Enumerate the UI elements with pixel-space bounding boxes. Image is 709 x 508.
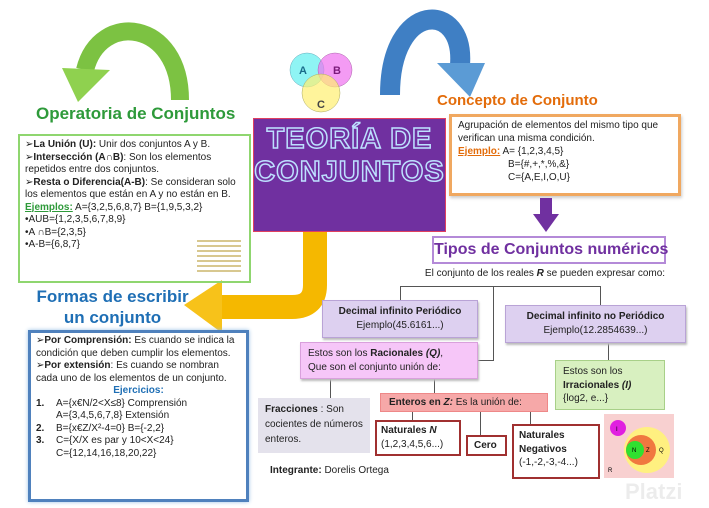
racionales-box: Estos son los Racionales (Q), Que son el… (300, 342, 478, 379)
formas-heading-line2: un conjunto (63, 308, 162, 327)
blue-curved-arrow-icon (380, 9, 485, 97)
tipos-heading: Tipos de Conjuntos numéricos (432, 236, 668, 264)
connector (480, 411, 481, 435)
operatoria-heading: Operatoria de Conjuntos (36, 104, 236, 123)
formas-extension: ➢Por extensión: Es cuando se nombran cad… (36, 360, 227, 384)
irracionales-box: Estos son los Irracionales (I) {log2, e.… (555, 360, 665, 410)
connector (493, 286, 494, 360)
op-examples: Ejemplos: A={3,2,5,6,8,7} B={1,9,5,3,2} (25, 201, 203, 213)
concepto-example-b: B={#,+,*,%,&} (508, 159, 570, 170)
cero-box: Cero (466, 435, 507, 456)
connector (600, 286, 601, 305)
set-laws-decoration-icon (197, 237, 241, 275)
exercise-2: 2.B={x€Z/X²-4=0} B={-2,2} (36, 422, 165, 434)
enteros-box: Enteros en Z: Es la unión de: (380, 393, 548, 412)
connector (330, 379, 331, 398)
venn-q: Q (659, 448, 664, 454)
number-sets-venn-icon: I N Z Q R (604, 414, 674, 478)
main-title-box: TEORÍA DE CONJUNTOS (253, 118, 446, 232)
op-result-union: •AUB={1,2,3,5,6,7,8,9} (25, 214, 126, 225)
venn-diagram-icon: A B C (289, 52, 353, 113)
operatoria-box: ➢La Unión (U): Unir dos conjuntos A y B.… (18, 134, 251, 283)
concepto-example-a: Ejemplo: A= {1,2,3,4,5} (458, 146, 564, 157)
venn-n: N (632, 448, 636, 454)
venn-i: I (616, 427, 618, 433)
formas-box: ➢Por Comprensión: Es cuando se indica la… (28, 330, 249, 502)
op-union: ➢La Unión (U): Unir dos conjuntos A y B. (25, 139, 211, 150)
connector (530, 411, 531, 424)
naturales-box: Naturales N(1,2,3,4,5,6...) (375, 420, 461, 456)
op-resta: ➢Resta o Diferencia(A-B): Se consideran … (25, 176, 236, 201)
integrante: Integrante: Dorelis Ortega (270, 465, 389, 476)
tipos-subtitle: El conjunto de los reales R se pueden ex… (424, 268, 666, 279)
connector (412, 411, 413, 420)
connector (478, 360, 494, 361)
venn-z: Z (646, 448, 650, 454)
concepto-box: Agrupación de elementos del mismo tipo q… (449, 114, 681, 196)
concepto-heading: Concepto de Conjunto (437, 92, 598, 109)
purple-down-arrow-icon (533, 198, 559, 232)
concepto-example-c: C={A,E,I,O,U} (508, 172, 570, 183)
fracciones-box: Fracciones : Son cocientes de números en… (258, 398, 370, 453)
venn-label-c: C (317, 99, 325, 111)
formas-heading-line1: Formas de escribir (36, 287, 189, 306)
venn-r: R (608, 468, 613, 474)
main-title-line1: TEORÍA DE (266, 122, 433, 156)
green-curved-arrow-icon (62, 22, 189, 102)
connector (400, 286, 600, 287)
main-title-line2: CONJUNTOS (253, 155, 445, 189)
ejercicios-label: Ejercicios: (113, 385, 164, 396)
op-interseccion: ➢Intersección (A∩B): Son los elementos r… (25, 151, 212, 176)
yellow-arrow-icon (184, 225, 327, 333)
connector (400, 286, 401, 300)
connector (434, 379, 435, 393)
venn-label-a: A (299, 65, 307, 77)
op-result-resta: •A-B={6,8,7} (25, 239, 80, 250)
exercise-3: 3.C={X/X es par y 10<X<24}C={12,14,16,18… (36, 435, 174, 459)
connector (608, 342, 609, 360)
venn-label-b: B (333, 65, 341, 77)
platzi-watermark: Platzi (625, 479, 683, 504)
concepto-definition: Agrupación de elementos del mismo tipo q… (458, 120, 659, 144)
formas-comprension: ➢Por Comprensión: Es cuando se indica la… (36, 335, 235, 359)
formas-heading: Formas de escribir un conjunto (30, 286, 195, 328)
op-result-inter: •A ∩B={2,3,5} (25, 226, 87, 238)
